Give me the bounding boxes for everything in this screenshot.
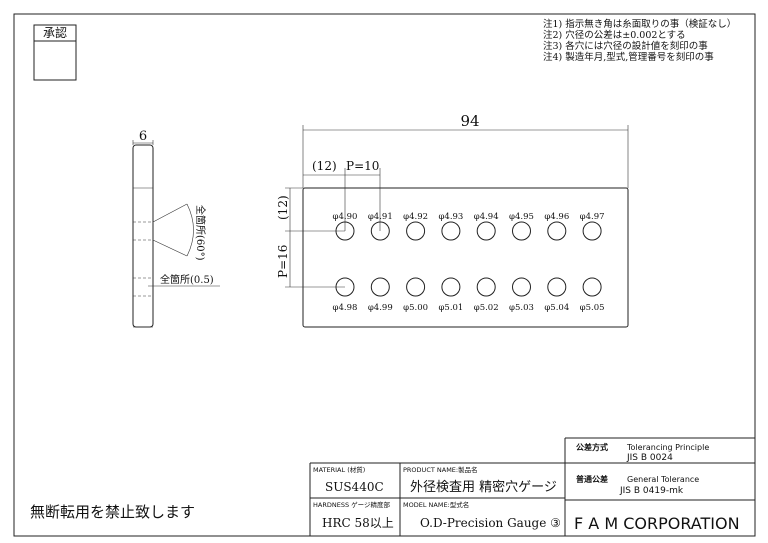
general-tolerance-label: 普通公差 [576,474,608,484]
tolerancing-en: Tolerancing Principle [626,443,709,452]
hardness-value: HRC 58以上 [322,516,394,530]
hole [335,221,355,241]
hole-diameter-label: φ4.97 [580,212,605,222]
sheet-frame [13,13,756,537]
hole-diameter-label: φ4.92 [403,212,428,222]
notes: 注1) 指示無き角は糸面取りの事（検証なし） 注2) 穴径の公差は±0.002と… [543,18,736,63]
approval-box: 承認 [33,24,77,81]
offset-dim: (12) [312,159,337,173]
hole-diameter-label: φ4.96 [544,212,569,222]
hardness-label: HARDNESS ゲージ精度部 [313,500,391,509]
hole [476,221,496,241]
hole-diameter-label: φ5.00 [403,303,428,313]
hole [370,221,390,241]
hole [582,221,602,241]
hole [547,277,567,297]
thickness-dim: 6 [139,129,147,144]
hole [370,277,390,297]
model-value: O.D-Precision Gauge ③ [420,516,561,530]
front-view: 94 (12) P=10 (12) P=16 φ4.90 φ4.91 φ4.92 φ4… [276,112,629,328]
note-3: 注3) 各穴には穴径の設計値を刻印の事 [543,40,708,52]
note-2: 注2) 穴径の公差は±0.002とする [543,29,686,41]
hole [547,221,567,241]
hole-diameter-label: φ5.05 [580,303,605,313]
product-label: PRODUCT NAME:製品名 [403,465,478,474]
material-label: MATERIAL (材質) [313,465,365,474]
hole-diameter-label: φ5.02 [474,303,499,313]
hole-diameter-label: φ4.93 [438,212,463,222]
chamfer-angle-note: 全箇所(60°) [194,205,207,261]
hole [512,221,531,241]
hole [476,277,496,297]
hole-diameter-label: φ5.04 [544,303,569,313]
material-value: SUS440C [325,480,384,494]
hole [441,221,461,241]
hole-diameter-label: φ5.03 [509,303,534,313]
side-view: 6 全箇所(60°) 全箇所(0.5) [132,129,220,328]
hole [406,221,426,241]
copyright-notice: 無断転用を禁止致します [30,503,195,521]
title-block: 公差方式 Tolerancing Principle JIS B 0024 普通… [309,437,755,536]
row-pitch-dim: P=16 [276,245,290,278]
pitch-dim: P=10 [346,159,379,173]
general-tolerance-en: General Tolerance [627,475,699,484]
company-name: F A M CORPORATION [574,514,740,533]
approval-label: 承認 [43,25,67,40]
hole-diameter-label: φ5.01 [438,303,463,313]
hole-diameter-label: φ4.91 [368,212,393,222]
hole [335,277,355,297]
product-value: 外径検査用 精密穴ゲージ [410,479,557,495]
hole [441,277,461,297]
hole-diameter-label: φ4.95 [509,212,534,222]
note-4: 注4) 製造年月,型式,管理番号を刻印の事 [543,51,714,63]
tolerancing-label: 公差方式 [576,442,608,452]
note-1: 注1) 指示無き角は糸面取りの事（検証なし） [543,18,736,30]
hole-diameter-label: φ4.99 [368,303,393,313]
top-offset-dim: (12) [276,195,290,220]
hole-diameter-label: φ4.90 [333,212,358,222]
general-tolerance-value: JIS B 0419-mk [619,486,684,496]
edge-chamfer-note: 全箇所(0.5) [160,273,214,286]
model-label: MODEL NAME:型式名 [403,500,469,509]
width-dim: 94 [460,112,479,130]
hole [512,277,531,297]
hole [582,277,602,297]
hole-diameter-label: φ4.98 [333,303,358,313]
hole [406,277,426,297]
hole-diameter-label: φ4.94 [474,212,499,222]
tolerancing-value: JIS B 0024 [626,453,673,463]
